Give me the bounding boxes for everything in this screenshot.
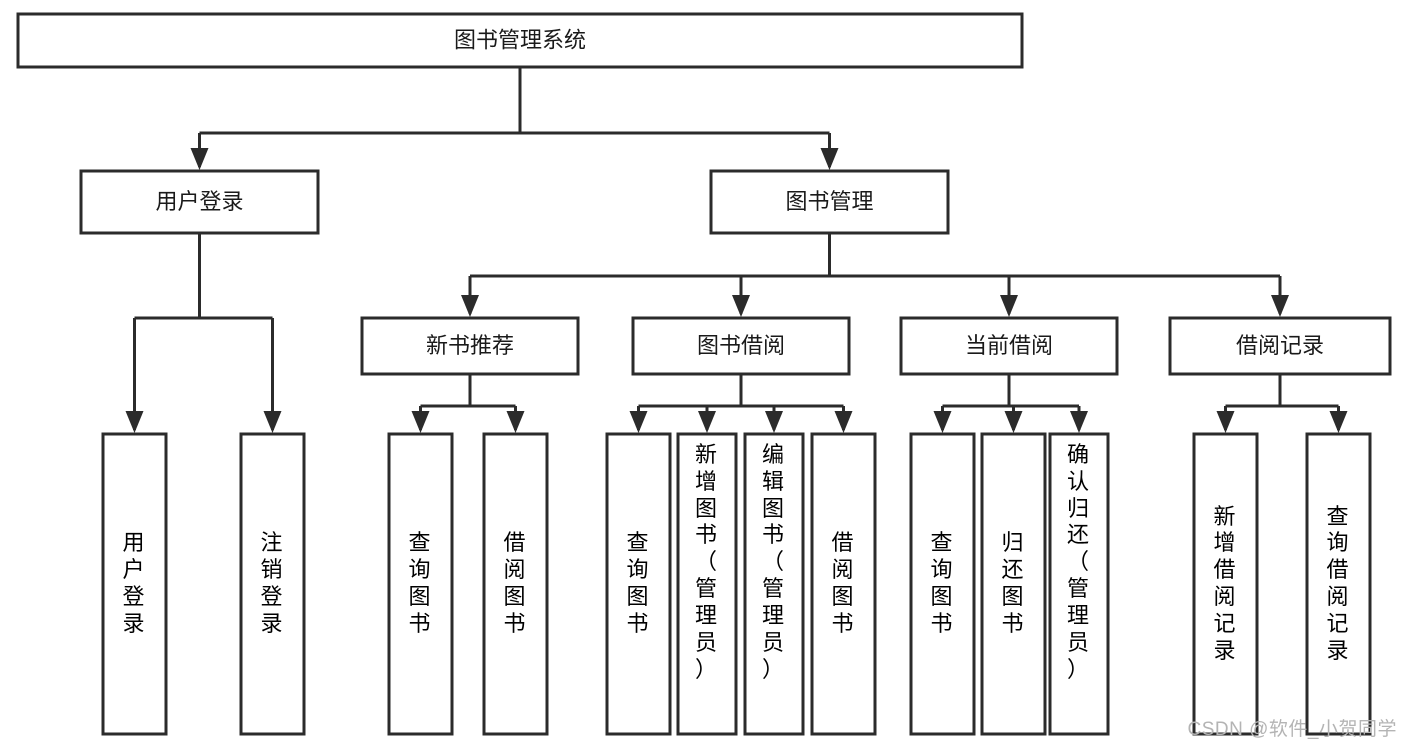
node-label-root: 图书管理系统	[454, 27, 586, 52]
node-label-level3-3: 借阅记录	[1236, 333, 1324, 358]
leaf-box-1[interactable]	[239, 432, 306, 736]
leaf-box-3[interactable]	[482, 432, 549, 736]
leaf-box-9[interactable]	[980, 432, 1047, 736]
node-label-level3-1: 图书借阅	[697, 333, 785, 358]
watermark-text: CSDN @软件_小贺同学	[1187, 719, 1397, 740]
leaf-box-10[interactable]	[1048, 432, 1110, 736]
leaf-box-0[interactable]	[101, 432, 168, 736]
leaf-box-6[interactable]	[743, 432, 805, 736]
node-box-level3-0[interactable]	[360, 316, 580, 376]
leaf-box-11[interactable]	[1192, 432, 1259, 736]
node-box-level3-1[interactable]	[631, 316, 851, 376]
node-label-level2-1: 图书管理	[785, 189, 873, 214]
node-box-root[interactable]	[16, 12, 1024, 69]
leaf-box-7[interactable]	[810, 432, 877, 736]
node-box-level2-1[interactable]	[709, 169, 950, 235]
node-label-level3-0: 新书推荐	[426, 333, 514, 358]
leaf-box-12[interactable]	[1305, 432, 1372, 736]
leaf-box-2[interactable]	[387, 432, 454, 736]
node-label-level3-2: 当前借阅	[965, 333, 1053, 358]
node-box-level2-0[interactable]	[79, 169, 320, 235]
node-boxes-group	[16, 12, 1392, 736]
node-label-level2-0: 用户登录	[155, 189, 243, 214]
leaf-box-5[interactable]	[676, 432, 738, 736]
node-box-level3-2[interactable]	[899, 316, 1119, 376]
node-box-level3-3[interactable]	[1168, 316, 1392, 376]
connector-lines-group	[125, 67, 1348, 433]
leaf-box-4[interactable]	[605, 432, 672, 736]
leaf-box-8[interactable]	[909, 432, 976, 736]
